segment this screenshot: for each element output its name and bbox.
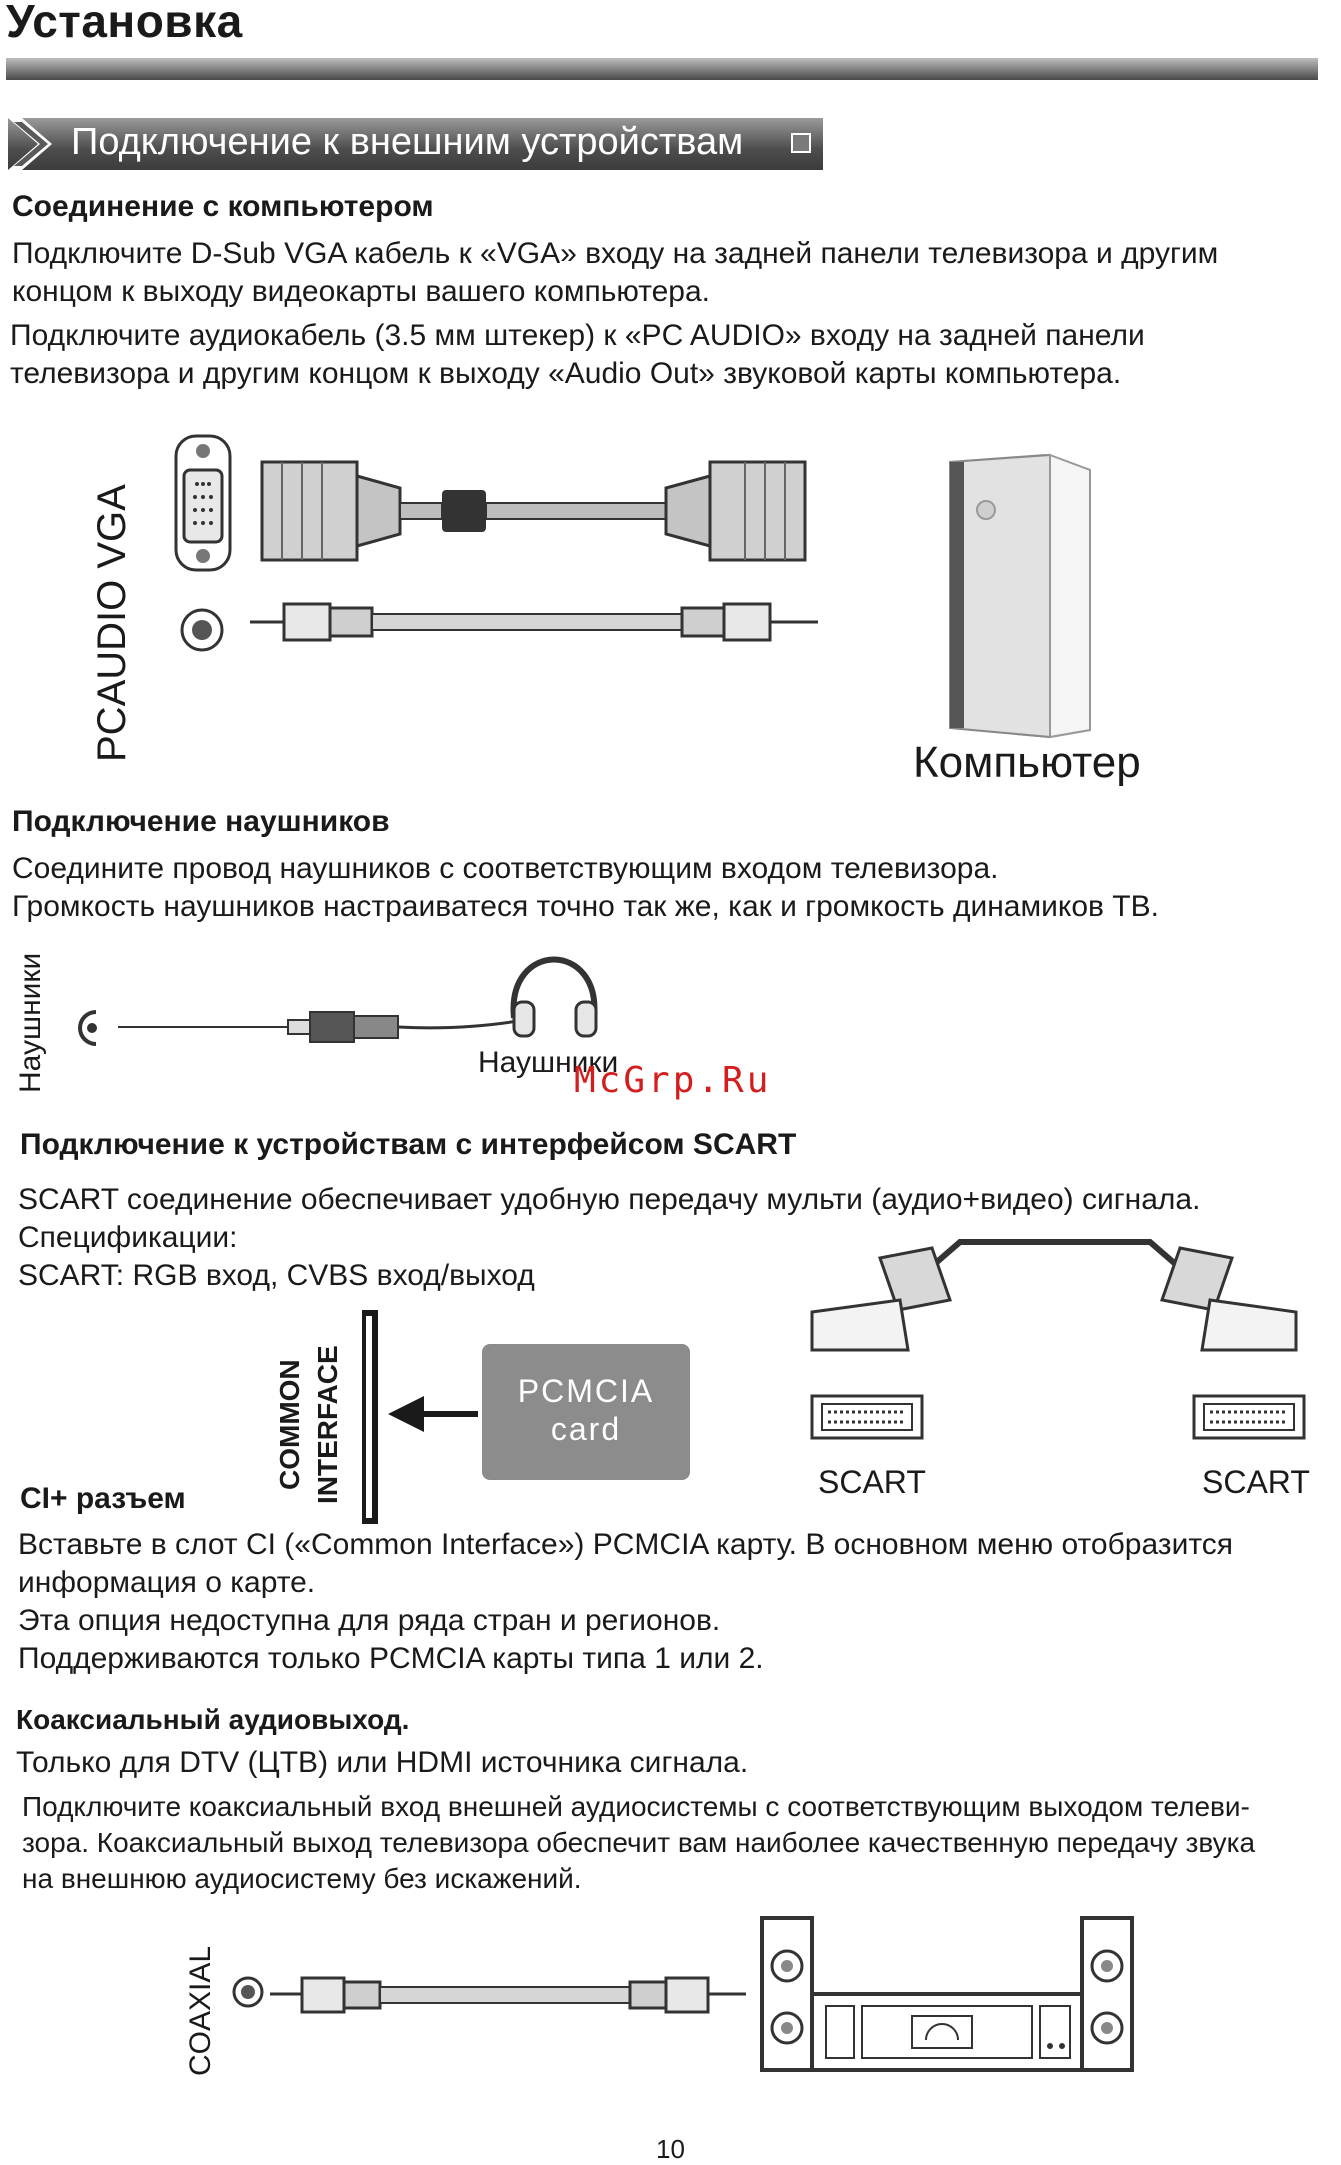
- insert-arrow-icon: [388, 1396, 478, 1432]
- coax-line-1: Только для DTV (ЦТВ) или HDMI источника …: [16, 1746, 749, 1779]
- pc-line-4: телевизора и другим концом к выходу «Aud…: [10, 357, 1122, 390]
- scart-left-label: SCART: [818, 1464, 926, 1500]
- banner-arrow-icon: [8, 118, 52, 170]
- headphones-heading: Подключение наушников: [12, 805, 390, 838]
- scart-right-label: SCART: [1202, 1464, 1310, 1500]
- computer-tower-icon: [949, 453, 1091, 739]
- vga-port-icon: [174, 434, 232, 572]
- headphones-device-label: Наушники: [478, 1046, 619, 1079]
- title-rule: [6, 58, 1318, 80]
- audio-cable-icon: [250, 602, 818, 642]
- ci-heading: CI+ разъем: [20, 1482, 186, 1515]
- page-number: 10: [656, 2134, 685, 2164]
- ci-line-4: Поддерживаются только PCMCIA карты типа …: [18, 1642, 764, 1675]
- pc-line-1: Подключите D-Sub VGA кабель к «VGA» вход…: [12, 237, 1219, 270]
- pcmcia-card-line-2: card: [550, 1411, 622, 1447]
- ci-line-3: Эта опция недоступна для ряда стран и ре…: [18, 1604, 721, 1637]
- coax-line-2: Подключите коаксиальный вход внешней ауд…: [22, 1791, 1250, 1822]
- ci-slot-icon: [362, 1310, 378, 1524]
- scart-port-left-icon: [810, 1394, 924, 1440]
- headphones-line-1: Соедините провод наушников с соответству…: [12, 852, 999, 885]
- pc-line-2: концом к выходу видеокарты вашего компью…: [12, 275, 711, 308]
- scart-line-2: Спецификации:: [18, 1221, 238, 1254]
- computer-label: Компьютер: [913, 738, 1141, 787]
- coax-line-3: зора. Коаксиальный выход телевизора обес…: [22, 1827, 1256, 1858]
- pc-audio-jack-icon: [180, 608, 224, 652]
- banner-square-icon: [791, 133, 811, 153]
- headphone-cable-icon: [118, 1011, 535, 1043]
- scart-heading: Подключение к устройствам с интерфейсом …: [20, 1128, 797, 1161]
- pcmcia-card-line-1: PCMCIA: [517, 1373, 655, 1409]
- section-banner: Подключение к внешним устройствам: [8, 118, 823, 170]
- scart-line-3: SCART: RGB вход, CVBS вход/выход: [18, 1259, 535, 1292]
- coax-line-4: на внешнюю аудиосистему без искажений.: [22, 1863, 582, 1894]
- banner-title: Подключение к внешним устройствам: [71, 121, 744, 163]
- page-title: Установка: [6, 0, 243, 47]
- headphones-line-2: Громкость наушников настраиватеся точно …: [12, 890, 1159, 923]
- scart-line-1: SCART соединение обеспечивает удобную пе…: [18, 1183, 1201, 1216]
- coax-jack-icon: [232, 1976, 264, 2008]
- watermark: McGrp.Ru: [574, 1060, 772, 1101]
- vga-cable-icon: [260, 460, 807, 562]
- pc-line-3: Подключите аудиокабель (3.5 мм штекер) к…: [10, 319, 1145, 352]
- ci-line-1: Вставьте в слот CI («Common Interface») …: [18, 1528, 1233, 1561]
- scart-port-right-icon: [1192, 1394, 1306, 1440]
- headphone-jack-icon: [78, 1010, 97, 1046]
- coax-cable-icon: [270, 1976, 746, 2014]
- ci-line-2: информация о карте.: [18, 1566, 316, 1599]
- coax-heading: Коаксиальный аудиовыход.: [16, 1704, 410, 1735]
- audio-system-icon: [760, 1916, 1134, 2072]
- scart-cable-icon: [810, 1239, 1298, 1352]
- pcmcia-card: PCMCIA card: [482, 1344, 690, 1480]
- pc-heading: Соединение с компьютером: [12, 190, 434, 223]
- headphones-icon: [510, 956, 598, 1038]
